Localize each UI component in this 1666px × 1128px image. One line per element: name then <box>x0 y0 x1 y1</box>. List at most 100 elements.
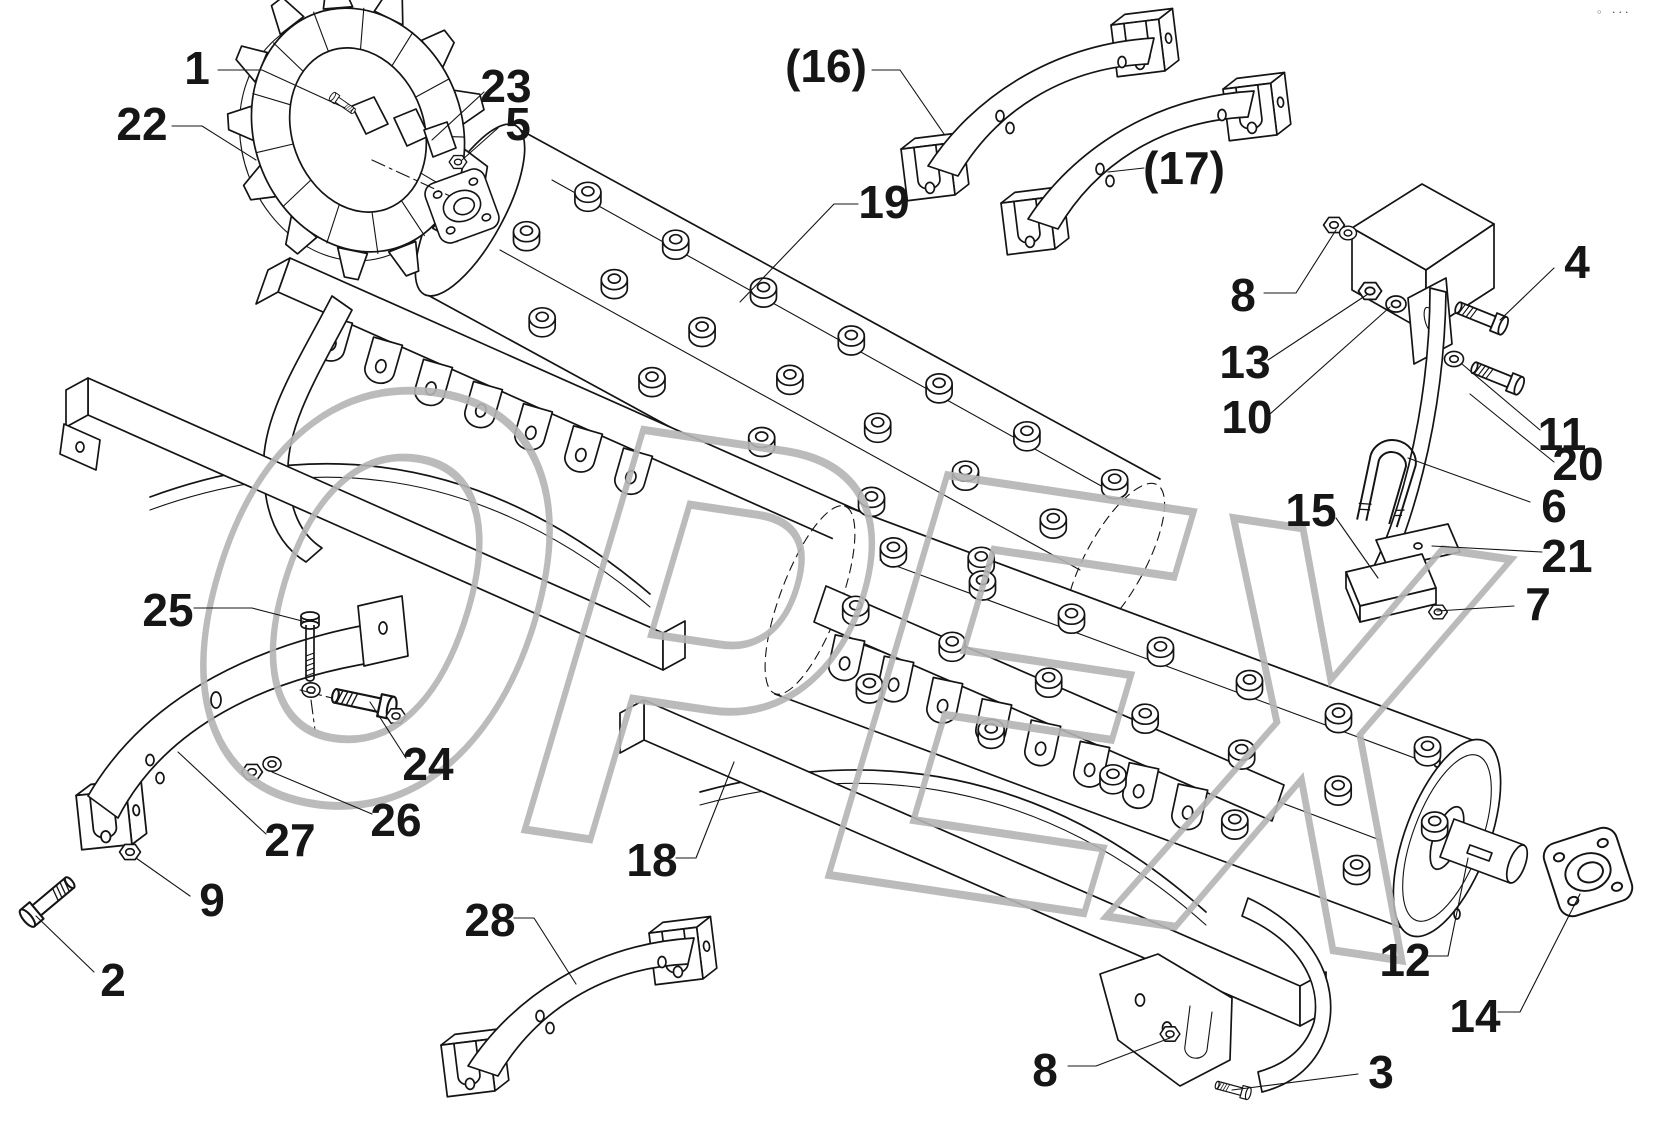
hook-plate <box>1099 953 1233 1087</box>
bracket-arm-27-part <box>378 621 388 635</box>
watermark-text: OPEX <box>103 246 1564 1085</box>
roller-upper-part <box>499 249 1081 571</box>
callout-label-25: 25 <box>142 584 193 636</box>
ring-gusset <box>282 179 312 208</box>
callout-label-13: 13 <box>1219 336 1270 388</box>
callout-leader-19 <box>739 203 859 303</box>
callout-leader-17 <box>1107 167 1145 173</box>
bracket-arm-27-part <box>145 753 155 767</box>
ring-gusset <box>255 143 294 154</box>
callout-leader-10 <box>1269 306 1391 415</box>
callout-label-14: 14 <box>1449 990 1501 1042</box>
spike-ring-assembly <box>226 0 503 281</box>
callout-label-21: 21 <box>1541 530 1592 582</box>
callout-label-9: 9 <box>199 874 225 926</box>
callout-label-27: 27 <box>264 814 315 866</box>
callout-leader-22 <box>171 125 257 161</box>
roller-lower-part <box>774 693 1414 933</box>
bracket-arm-27-part <box>310 699 316 731</box>
clamp-plate-21 <box>1375 523 1461 569</box>
callout-leader-18 <box>675 761 735 859</box>
callout-leader-6 <box>1407 457 1531 503</box>
hub-clamp-pieces-part <box>351 96 389 135</box>
callout-label-26: 26 <box>370 794 421 846</box>
callout-label-15: 15 <box>1285 484 1336 536</box>
hook-plate-part <box>1099 953 1233 1087</box>
callout-leader-15 <box>1335 517 1379 579</box>
bracket-arm-27 <box>16 595 409 931</box>
callout-leader-27 <box>177 751 267 835</box>
callout-leader-8b <box>1067 1037 1171 1067</box>
callout-label-16: (16) <box>785 40 867 92</box>
frame-upper-part <box>149 476 651 608</box>
arch-bracket-16 <box>899 7 1181 202</box>
bolt-2 <box>16 871 80 931</box>
hook-plate-part <box>1184 1005 1213 1059</box>
roller-end-disc-part <box>1505 844 1529 884</box>
frame-lower <box>619 585 1332 1101</box>
frame-upper-part <box>255 257 291 305</box>
callout-label-4: 4 <box>1564 236 1590 288</box>
flange-bearing-14 <box>1539 823 1637 921</box>
ring-gussets <box>252 7 466 254</box>
frame-upper <box>59 257 869 671</box>
callout-leader-26 <box>271 771 373 815</box>
bracket-arm-27-part <box>299 689 333 699</box>
hook-plate-part <box>1134 993 1146 1007</box>
callout-label-10: 10 <box>1221 391 1272 443</box>
callout-leader-28 <box>513 917 577 985</box>
ring-gusset <box>252 93 292 106</box>
callout-label-1: 1 <box>184 42 210 94</box>
roller-stud <box>512 220 541 252</box>
callout-leader-13 <box>1267 293 1369 361</box>
callout-leader-3 <box>1231 1073 1359 1091</box>
roller-stud <box>749 277 778 308</box>
ring-gusset <box>371 211 379 254</box>
callout-label-24: 24 <box>402 738 454 790</box>
callout-label-8b: 8 <box>1032 1044 1058 1096</box>
callout-leader-23 <box>431 91 485 141</box>
callout-label-2: 2 <box>100 954 126 1006</box>
clamp-plate-21-part <box>1413 542 1423 550</box>
ring-gusset <box>400 200 425 237</box>
spike-ring-assembly-part <box>288 47 428 213</box>
roller-stud <box>661 229 690 261</box>
corner-mark: ◦ ··· <box>1596 6 1631 19</box>
callout-leader-2 <box>35 915 95 973</box>
frame-lower-part <box>813 585 1285 822</box>
scraper-blade-15 <box>1345 553 1437 623</box>
hub-clamp-pieces-part <box>423 121 457 158</box>
bolt-4 <box>1451 297 1512 337</box>
spike-tooth <box>387 240 420 277</box>
ring-gusset <box>391 31 414 67</box>
callout-leader-1 <box>217 69 346 109</box>
callout-label-22: 22 <box>116 98 167 150</box>
frame-upper-part <box>65 377 89 428</box>
callout-label-8a: 8 <box>1230 269 1256 321</box>
callout-label-6: 6 <box>1541 480 1567 532</box>
bracket-arm-27-part <box>155 771 165 785</box>
ring-gusset <box>359 7 365 50</box>
callout-leader-14 <box>1497 893 1581 1013</box>
callout-label-23: 23 <box>480 60 531 112</box>
callout-label-17: (17) <box>1143 142 1225 194</box>
washer-8a <box>1338 225 1358 241</box>
ring-gusset <box>326 203 340 244</box>
nut-13 <box>1357 281 1383 301</box>
scraper-assembly <box>1322 183 1528 623</box>
roller-stud <box>574 181 602 213</box>
callout-leader-8a <box>1263 229 1337 294</box>
scraper-blade-15-part <box>1359 587 1437 623</box>
hub-clamp-pieces <box>351 96 457 158</box>
washer-10 <box>1385 295 1407 313</box>
hook-tine-right <box>1241 897 1332 1093</box>
callout-leader-12 <box>1427 857 1469 957</box>
frame-lower-part <box>619 699 645 754</box>
callout-leader-5 <box>461 127 499 161</box>
spike-ring-assembly-part <box>371 159 451 197</box>
callout-label-7: 7 <box>1525 578 1551 630</box>
callout-leader-11 <box>1461 363 1541 431</box>
